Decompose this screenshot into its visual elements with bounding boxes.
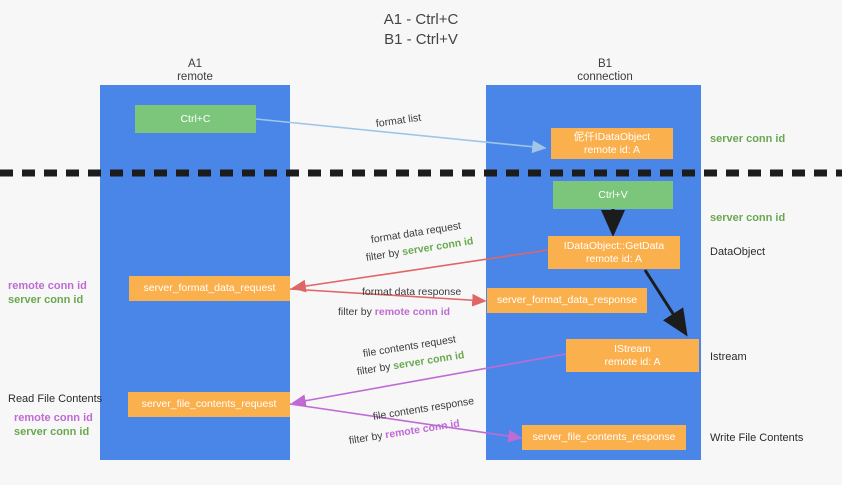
- box-istream[interactable]: IStream remote id: A: [566, 339, 699, 372]
- edge-label-file-contents-response-filter: filter by remote conn id: [348, 418, 461, 447]
- edge-label-format-data-response: format data response: [362, 286, 462, 298]
- label-server-conn-id-top: server conn id: [710, 133, 786, 145]
- filter-prefix: filter by: [348, 429, 387, 447]
- label-dataobject: DataObject: [710, 246, 766, 258]
- box-ctrl-c[interactable]: Ctrl+C: [135, 105, 256, 133]
- label-conn-stack-upper: remote conn id server conn id: [8, 279, 87, 307]
- box-server-format-data-request[interactable]: server_format_data_request: [129, 276, 290, 301]
- label-conn-stack-lower: remote conn id server conn id: [14, 411, 93, 439]
- label-remote-conn-id: remote conn id: [14, 412, 93, 424]
- lane-b-header: B1 connection: [577, 58, 633, 83]
- label-server-conn-id-mid: server conn id: [710, 212, 786, 224]
- box-idataobject[interactable]: 伲仟IDataObject remote id: A: [551, 128, 673, 159]
- edge-label-format-list: format list: [375, 111, 422, 130]
- page-title: A1 - Ctrl+C B1 - Ctrl+V: [383, 11, 459, 48]
- box-server-format-data-response[interactable]: server_format_data_response: [487, 288, 647, 313]
- label-write-file-contents: Write File Contents: [710, 432, 804, 444]
- filter-value-remote-conn-id: remote conn id: [384, 417, 461, 442]
- label-istream: Istream: [710, 351, 747, 363]
- label-server-conn-id: server conn id: [8, 294, 84, 306]
- box-server-file-contents-request[interactable]: server_file_contents_request: [128, 392, 290, 417]
- box-server-file-contents-response[interactable]: server_file_contents_response: [522, 425, 686, 450]
- label-remote-conn-id: remote conn id: [8, 280, 87, 292]
- edge-label-file-contents-response: file contents response: [372, 395, 475, 423]
- edge-label-format-data-response-filter: filter by remote conn id: [338, 306, 450, 318]
- filter-prefix: filter by: [365, 246, 404, 264]
- filter-value-remote-conn-id: remote conn id: [374, 306, 451, 318]
- box-ctrl-v[interactable]: Ctrl+V: [553, 181, 673, 209]
- lane-a-header: A1 remote: [177, 58, 213, 83]
- filter-prefix: filter by: [338, 306, 375, 318]
- label-read-file-contents: Read File Contents: [8, 393, 103, 405]
- filter-prefix: filter by: [356, 360, 395, 378]
- label-server-conn-id: server conn id: [14, 426, 90, 438]
- box-idataobject-getdata[interactable]: IDataObject::GetData remote id: A: [548, 236, 680, 269]
